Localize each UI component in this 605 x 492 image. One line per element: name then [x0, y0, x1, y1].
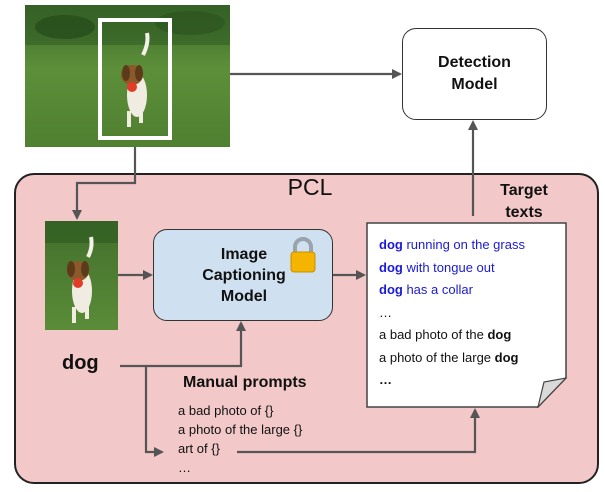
target-text-2: dog with tongue out — [379, 259, 495, 275]
target-text-4: a bad photo of the dog — [379, 327, 512, 342]
padlock-icon — [290, 237, 316, 273]
cropped-dog-photo — [45, 221, 118, 330]
target-text-1: dog running on the grass — [379, 237, 525, 252]
target-title-line1: Target — [500, 182, 548, 199]
pcl-title: PCL — [287, 174, 333, 200]
prompt-2: a photo of the large {} — [178, 422, 303, 437]
target-text-5: a photo of the large dog — [379, 349, 519, 365]
source-photo — [25, 5, 230, 147]
bounding-box — [98, 18, 172, 140]
target-texts-list: dog running on the grass dog with tongue… — [379, 234, 564, 392]
captioning-label-line1: Image — [220, 246, 268, 263]
captioning-model-label: Image Captioning Model — [154, 244, 334, 307]
manual-prompts-title: Manual prompts — [183, 374, 307, 391]
target-text-ellipsis-bold: … — [379, 372, 392, 387]
prompt-3: art of {} — [178, 441, 220, 456]
prompt-4: … — [178, 460, 191, 475]
target-text-ellipsis: … — [379, 304, 392, 320]
dog-figure-small — [67, 236, 94, 323]
image-captioning-model-box: Image Captioning Model — [153, 229, 333, 321]
class-label: dog — [62, 352, 99, 374]
dog-figure-large — [121, 32, 150, 127]
manual-prompts-list: a bad photo of {} a photo of the large {… — [178, 401, 302, 477]
target-text-3: dog has a collar — [379, 282, 473, 297]
target-title-line2: texts — [505, 204, 543, 221]
detection-model-label-line2: Model — [451, 76, 498, 93]
captioning-label-line2: Captioning — [202, 267, 286, 284]
target-texts-note — [366, 222, 567, 408]
detection-model-box: Detection Model — [402, 28, 547, 120]
target-texts-title: Target texts — [480, 180, 568, 224]
captioning-label-line3: Model — [220, 288, 268, 305]
prompt-1: a bad photo of {} — [178, 403, 274, 418]
detection-model-label-line1: Detection — [438, 54, 511, 71]
